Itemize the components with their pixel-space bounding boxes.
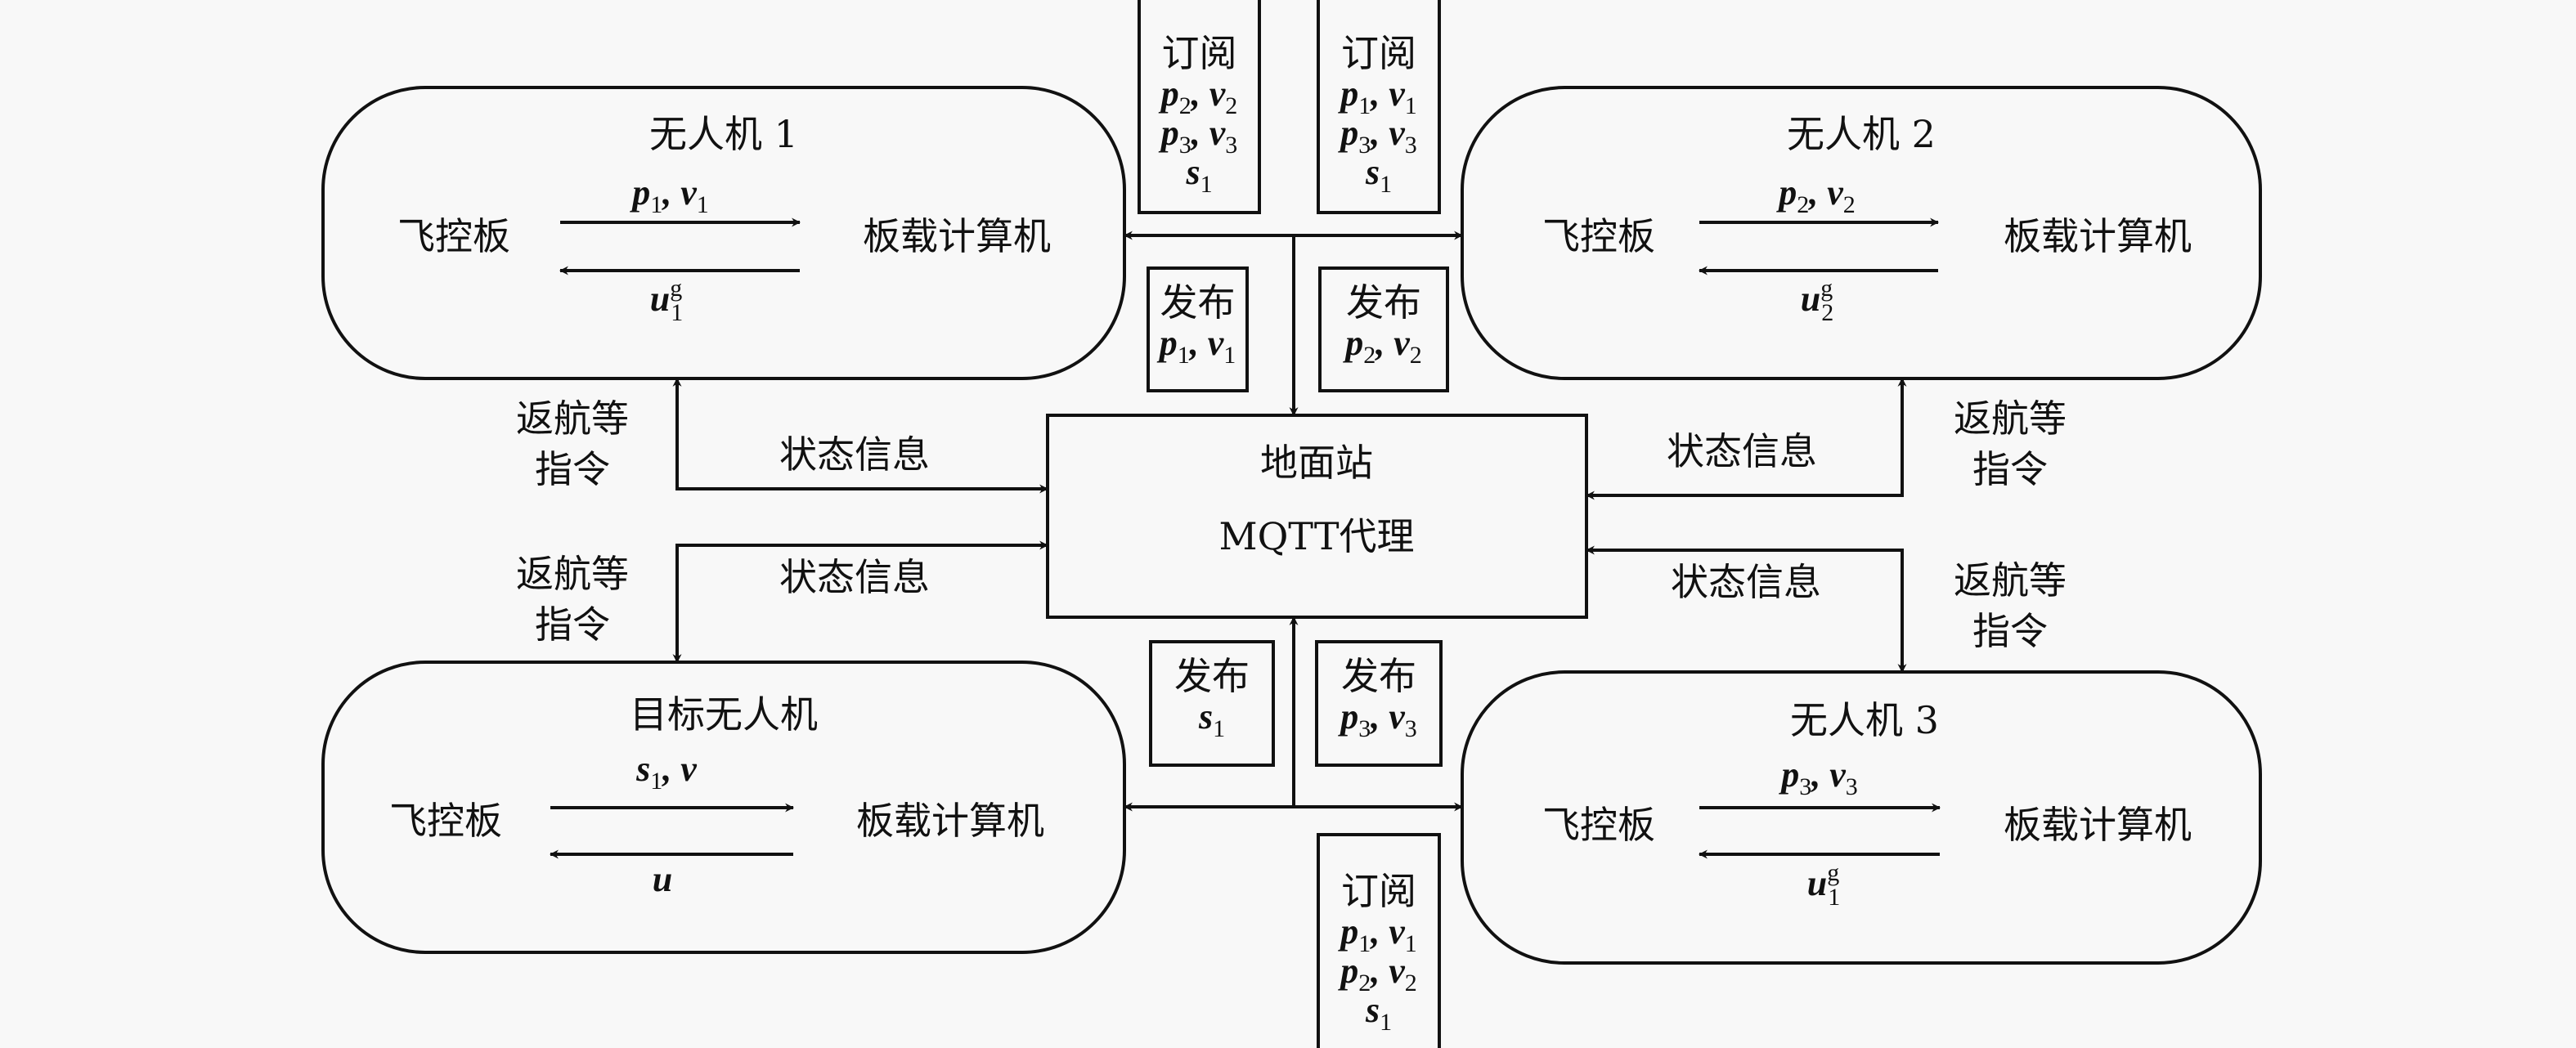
sub-uav2-title: 订阅 <box>1341 31 1416 75</box>
uav3-onboard-computer-label: 板载计算机 <box>2004 803 2192 847</box>
sub-uav2-topic-row: p3, v3 <box>1337 113 1417 159</box>
target-command-label-line2: 指令 <box>535 602 610 647</box>
left-links: 状态信息 状态信息 返航等 指令 返航等 指令 <box>516 377 1049 664</box>
sub-uav1-topic-row: p3, v3 <box>1158 113 1238 159</box>
uav2-command-label-line1: 返航等 <box>1954 396 2067 441</box>
top-bus <box>1123 231 1464 417</box>
target-ground-link <box>672 540 1049 664</box>
uav3-title: 无人机 3 <box>1790 698 1939 742</box>
mqtt-broker-label: MQTT代理 <box>1218 514 1414 558</box>
uav2-state-signal: p2, v2 <box>1775 172 1856 218</box>
sub-uav1-topic-row: s1 <box>1185 152 1212 198</box>
sub-uav3-topic-row: p2, v2 <box>1337 951 1417 996</box>
uav1-ground-link <box>672 377 1049 494</box>
ground-station-box <box>1046 414 1588 619</box>
uav3-ground-link <box>1585 545 1907 674</box>
uav1-status-label: 状态信息 <box>779 432 930 477</box>
pub-uav3-frame <box>1315 640 1443 767</box>
uav2-onboard-computer-label: 板载计算机 <box>2004 214 2192 258</box>
pub-target-topic-row: s1 <box>1198 696 1225 742</box>
sub-uav2-frame <box>1317 0 1441 214</box>
ground-station-title: 地面站 <box>1260 441 1373 485</box>
uav1-command-label-line1: 返航等 <box>516 396 629 441</box>
pub-uav2-topic-row: p2, v2 <box>1342 323 1422 369</box>
uav2-title: 无人机 2 <box>1787 112 1936 156</box>
pub-uav3-topic-row: p3, v3 <box>1337 696 1417 742</box>
uav2-ground-link <box>1585 377 1907 500</box>
sub-uav1-frame <box>1138 0 1261 214</box>
uav1-state-signal: p1, v1 <box>629 172 709 218</box>
uav1-onboard-computer-label: 板载计算机 <box>863 214 1051 258</box>
uav1-command-label-line2: 指令 <box>535 447 610 491</box>
sub-uav2-topic-row: p1, v1 <box>1337 74 1417 119</box>
sub-uav3-topic-row: s1 <box>1365 990 1392 1036</box>
uav2-command-label-line2: 指令 <box>1972 447 2048 491</box>
pub-uav1-topic-row: p1, v1 <box>1156 323 1236 369</box>
ground-station-node: 地面站 MQTT代理 <box>1046 414 1588 619</box>
sub-uav3-title: 订阅 <box>1341 869 1416 913</box>
uav2-status-label: 状态信息 <box>1667 429 1817 473</box>
pub-uav1-frame <box>1147 266 1249 392</box>
pub-uav2-frame <box>1318 266 1449 392</box>
target-uav-onboard-computer-label: 板载计算机 <box>856 799 1044 843</box>
sub-uav3-frame <box>1317 833 1441 1048</box>
sub-uav1-title: 订阅 <box>1162 31 1237 75</box>
uav3-state-signal: p3, v3 <box>1778 755 1858 800</box>
uav3-command-label-line2: 指令 <box>1972 609 2048 653</box>
right-links: 状态信息 状态信息 返航等 指令 返航等 指令 <box>1585 377 2067 674</box>
target-uav-state-signal: s1, v <box>635 749 697 795</box>
target-uav-node: 目标无人机 飞控板 板载计算机 s1, v u <box>321 661 1126 954</box>
uav2-flight-controller-label: 飞控板 <box>1542 214 1655 258</box>
uav3-command-label-line1: 返航等 <box>1954 558 2067 602</box>
uav1-flight-controller-label: 飞控板 <box>397 214 510 258</box>
pub-uav1-title: 发布 <box>1160 280 1236 325</box>
target-uav-control-signal: u <box>653 859 672 899</box>
sub-uav3-topic-row: p1, v1 <box>1337 911 1417 957</box>
uav3-flight-controller-label: 飞控板 <box>1542 803 1655 847</box>
pub-target-frame <box>1149 640 1275 767</box>
uav1-title: 无人机 1 <box>649 112 798 156</box>
target-command-label-line1: 返航等 <box>516 552 629 596</box>
target-uav-flight-controller-label: 飞控板 <box>389 799 502 843</box>
pub-uav2-title: 发布 <box>1346 280 1421 325</box>
uav3-status-label: 状态信息 <box>1671 560 1821 604</box>
sub-uav2-topic-row: s1 <box>1365 152 1392 198</box>
bottom-bus <box>1123 616 1464 812</box>
target-status-label: 状态信息 <box>779 555 930 599</box>
pub-target-title: 发布 <box>1174 654 1250 698</box>
pub-uav3-title: 发布 <box>1341 654 1416 698</box>
sub-uav1-topic-row: p2, v2 <box>1158 74 1238 119</box>
target-uav-title: 目标无人机 <box>630 692 818 737</box>
